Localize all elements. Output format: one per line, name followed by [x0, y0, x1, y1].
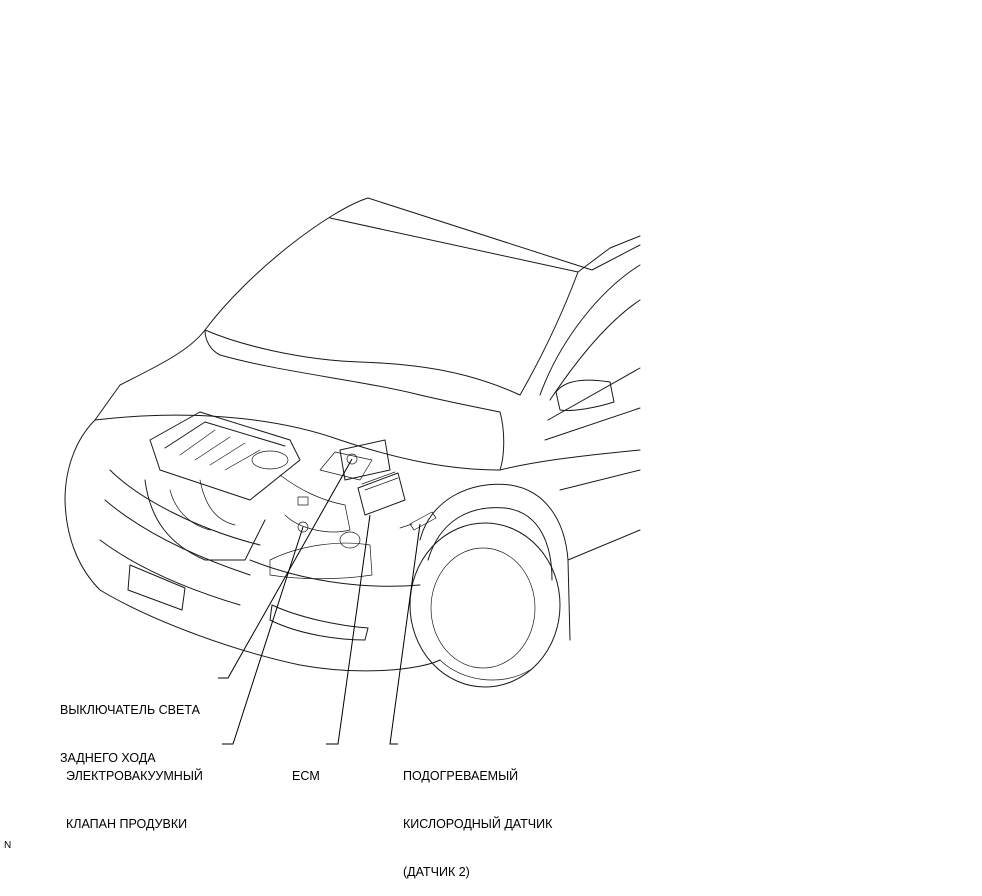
leader-oxygen-sensor — [389, 523, 421, 745]
callout-line: ЗАДНЕГО ХОДА — [60, 751, 156, 765]
callout-line: ПОДОГРЕВАЕМЫЙ — [403, 769, 519, 783]
callout-line: КЛАПАН ПРОДУВКИ — [66, 817, 188, 831]
figure-id: N — [4, 840, 12, 851]
vehicle-line-art — [64, 197, 641, 688]
leader-backup-light-switch — [218, 458, 353, 679]
vehicle-component-location-diagram — [64, 197, 641, 745]
callout-line: ECM — [292, 769, 320, 783]
callout-purge-vsv: ЭЛЕКТРОВАКУУМНЫЙ КЛАПАН ПРОДУВКИ — [66, 736, 203, 848]
callout-oxygen-sensor: ПОДОГРЕВАЕМЫЙ КИСЛОРОДНЫЙ ДАТЧИК (ДАТЧИК… — [403, 736, 552, 896]
leader-purge-vsv — [222, 526, 304, 745]
callout-backup-light-switch: ВЫКЛЮЧАТЕЛЬ СВЕТА ЗАДНЕГО ХОДА — [60, 670, 200, 782]
callout-ecm: ECM — [292, 736, 320, 800]
leader-ecm — [326, 514, 371, 745]
callout-line: КИСЛОРОДНЫЙ ДАТЧИК — [403, 817, 553, 831]
callout-line: ЭЛЕКТРОВАКУУМНЫЙ — [66, 769, 203, 783]
callout-line: ВЫКЛЮЧАТЕЛЬ СВЕТА — [60, 703, 200, 717]
callout-line: (ДАТЧИК 2) — [403, 865, 470, 879]
callout-leaders — [218, 458, 421, 745]
